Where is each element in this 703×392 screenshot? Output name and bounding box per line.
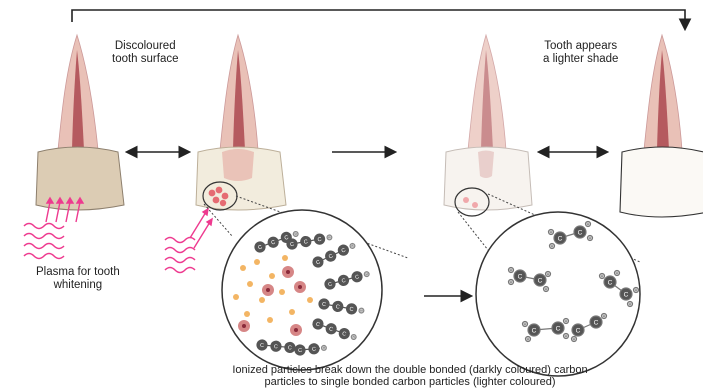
carbon-atom-letter: C — [594, 319, 599, 326]
carbon-atom-letter: C — [578, 229, 583, 236]
carbon-atom-letter: C — [260, 343, 265, 349]
hydrogen-atom-letter: H — [510, 268, 512, 272]
label-plasma-for-tooth-whitening: Plasma for tooth whitening — [36, 266, 120, 292]
carbon-atom-letter: C — [298, 348, 303, 354]
caption-line-2: particles to single bonded carbon partic… — [150, 376, 670, 388]
caption-line-1: Ionized particles break down the double … — [150, 364, 670, 376]
hydrogen-atom-letter: H — [551, 244, 553, 248]
hydrogen-atom-letter: H — [603, 314, 605, 318]
caption-ionized-particles: Ionized particles break down the double … — [150, 364, 670, 388]
carbon-atom-letter: C — [538, 277, 543, 284]
plasma-arrows-2 — [190, 209, 212, 248]
carbon-atom-letter: C — [624, 291, 629, 298]
hydrogen-atom-letter: H — [510, 280, 512, 284]
hydrogen-atom-letter: H — [565, 334, 567, 338]
carbon-atom-letter: C — [576, 327, 581, 334]
plasma-wave-1 — [24, 224, 64, 259]
plasma-wave-2 — [165, 238, 195, 273]
label-discoloured-tooth-surface: Discoloured tooth surface — [112, 40, 178, 66]
carbon-atom-letter: C — [558, 235, 563, 242]
zoom-line-right-1 — [458, 212, 488, 250]
carbon-atom-letter: C — [608, 279, 613, 286]
hydrogen-atom-letter: H — [635, 288, 637, 292]
hydrogen-atom-letter: H — [629, 302, 631, 306]
hydrogen-atom-letter: H — [565, 319, 567, 323]
carbon-atom-letter: C — [556, 325, 561, 332]
carbon-atom-letter: C — [312, 347, 317, 353]
hydrogen-atom-letter: H — [616, 271, 618, 275]
hydrogen-atom-letter: H — [587, 222, 589, 226]
label-plasma-line-1: Plasma for tooth — [36, 266, 120, 279]
label-lighter-line-2: a lighter shade — [543, 53, 618, 66]
carbon-atom-letter: C — [518, 273, 523, 280]
hydrogen-atom-letter: H — [547, 272, 549, 276]
hydrogen-atom-letter: H — [323, 346, 325, 350]
hydrogen-atom-letter: H — [524, 322, 526, 326]
top-connector-arrow — [72, 10, 685, 28]
hydrogen-atom-letter: H — [527, 337, 529, 341]
label-plasma-line-2: whitening — [36, 279, 120, 292]
label-lighter-line-1: Tooth appears — [543, 40, 618, 53]
tooth-discoloured — [36, 35, 124, 210]
tooth-after-treatment — [444, 35, 532, 216]
tooth-during-treatment — [196, 35, 286, 210]
carbon-atom-letter: C — [288, 345, 293, 351]
tooth-whitened — [620, 35, 703, 217]
hydrogen-atom-letter: H — [550, 230, 552, 234]
hydrogen-atom-letter: H — [601, 274, 603, 278]
carbon-atom-letter: C — [274, 344, 279, 350]
hydrogen-atom-letter: H — [573, 337, 575, 341]
hydrogen-atom-letter: H — [545, 287, 547, 291]
hydrogen-atom-letter: H — [589, 236, 591, 240]
label-discoloured-line-2: tooth surface — [112, 53, 178, 66]
carbon-atom-letter: C — [532, 327, 537, 334]
label-tooth-lighter-shade: Tooth appears a lighter shade — [543, 40, 618, 66]
label-discoloured-line-1: Discoloured — [112, 40, 178, 53]
